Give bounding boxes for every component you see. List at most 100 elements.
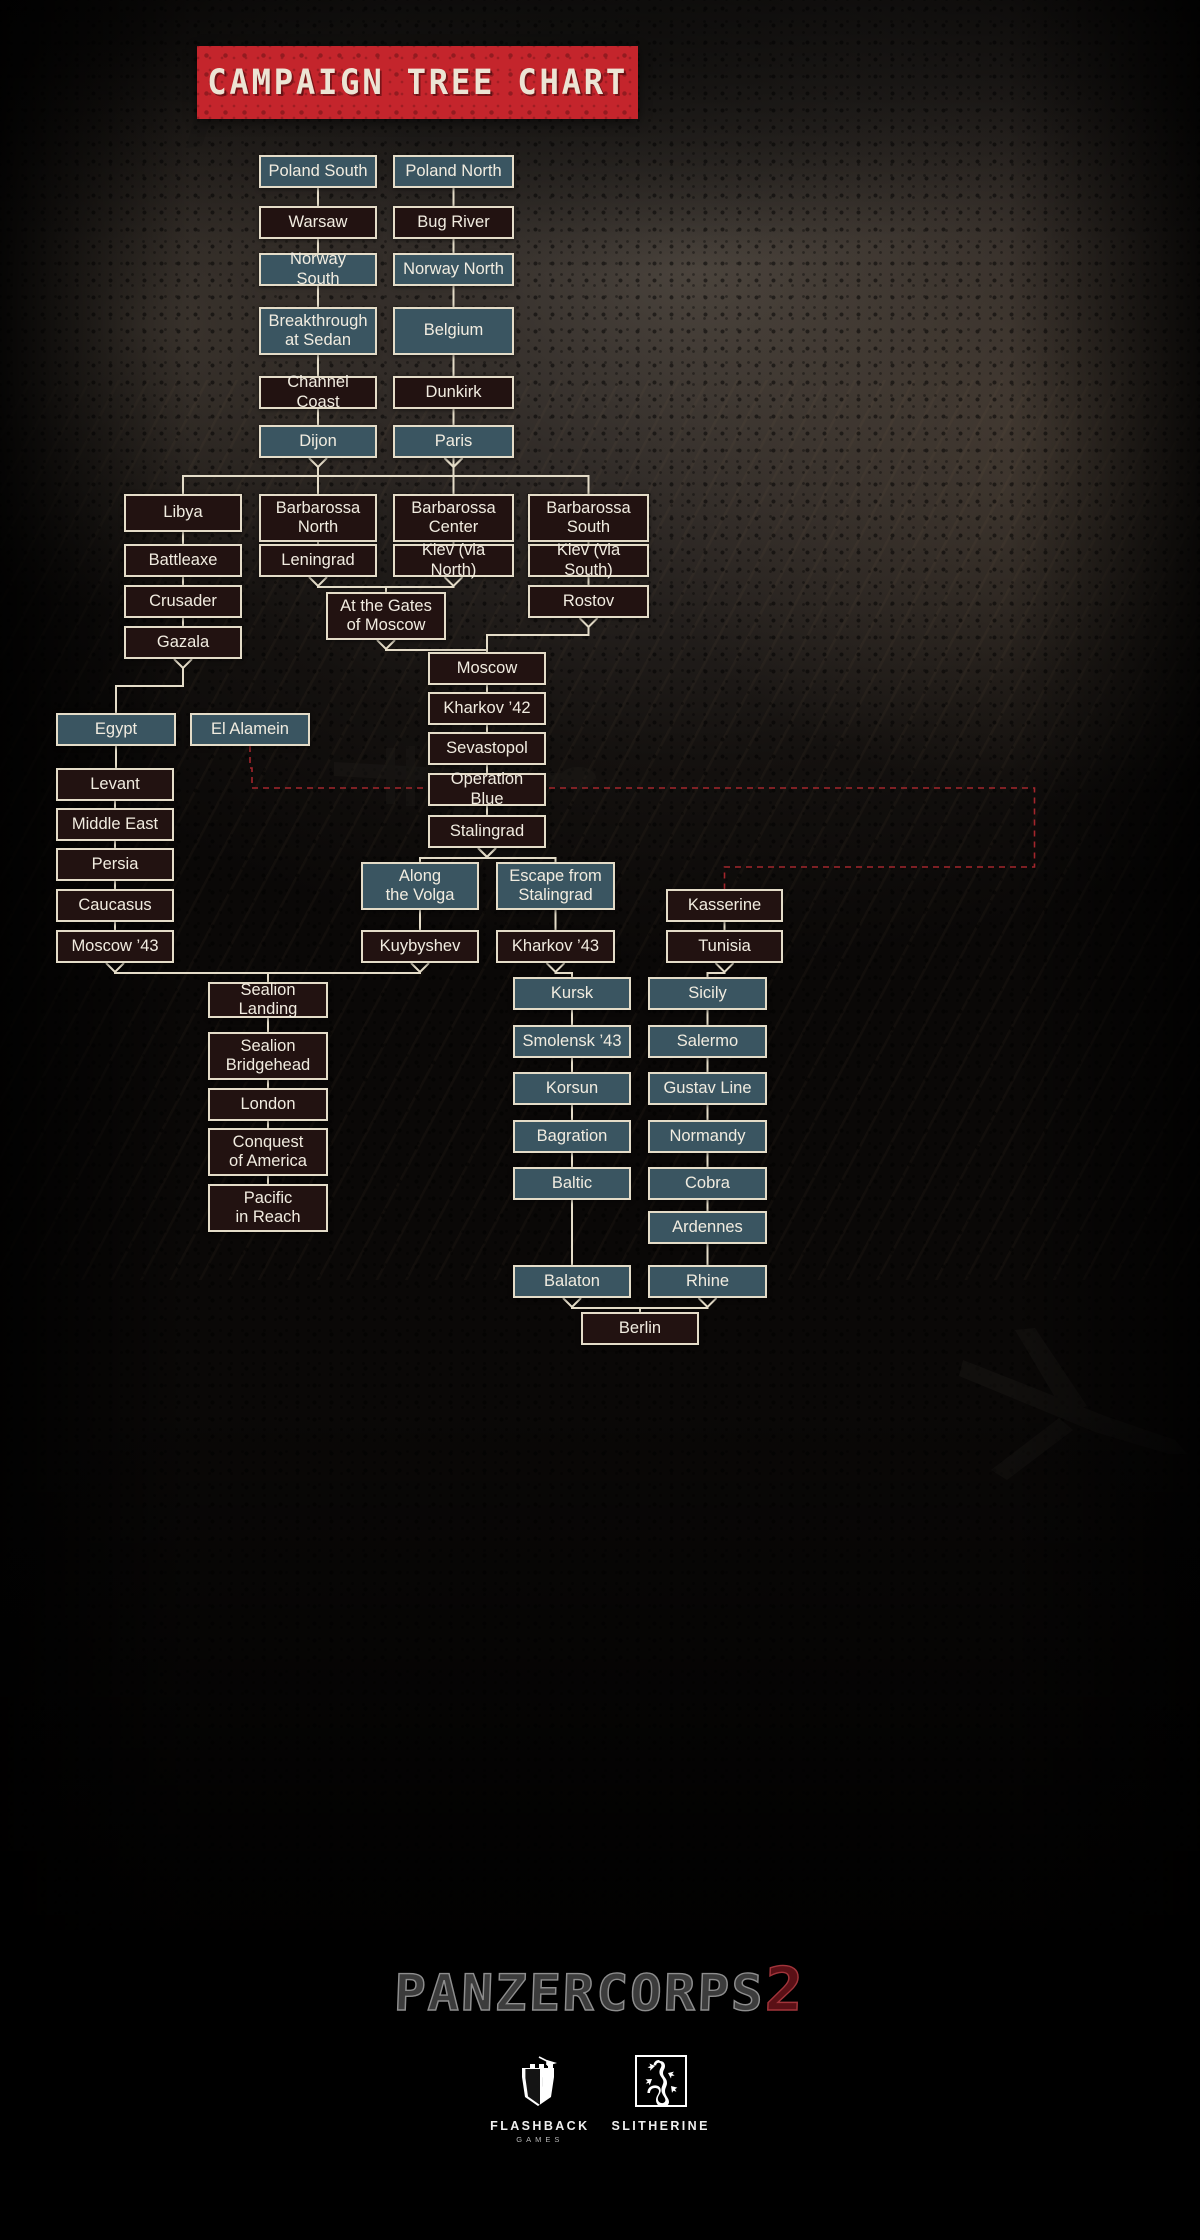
campaign-node-kuybyshev[interactable]: Kuybyshev <box>361 930 479 963</box>
campaign-node-belgium[interactable]: Belgium <box>393 307 514 355</box>
campaign-node-label: Cobra <box>685 1173 730 1192</box>
campaign-node-moscow[interactable]: Moscow <box>428 652 546 685</box>
banner-speckle-texture <box>197 46 638 119</box>
campaign-node-levant[interactable]: Levant <box>56 768 174 801</box>
campaign-node-rostov[interactable]: Rostov <box>528 585 649 618</box>
campaign-node-tunisia[interactable]: Tunisia <box>666 930 783 963</box>
campaign-node-caucasus[interactable]: Caucasus <box>56 889 174 922</box>
campaign-node-el-alamein[interactable]: El Alamein <box>190 713 310 746</box>
campaign-node-sealion-bridgehead[interactable]: Sealion Bridgehead <box>208 1032 328 1080</box>
campaign-node-persia[interactable]: Persia <box>56 848 174 881</box>
campaign-node-barbarossa-south[interactable]: Barbarossa South <box>528 494 649 542</box>
campaign-node-balaton[interactable]: Balaton <box>513 1265 631 1298</box>
campaign-node-conquest-america[interactable]: Conquest of America <box>208 1128 328 1176</box>
campaign-node-label: Kharkov ’43 <box>511 936 600 955</box>
campaign-node-label: Channel Coast <box>287 373 349 411</box>
campaign-node-libya[interactable]: Libya <box>124 494 242 532</box>
campaign-node-warsaw[interactable]: Warsaw <box>259 206 377 239</box>
campaign-node-smolensk-43[interactable]: Smolensk ’43 <box>513 1025 631 1058</box>
campaign-node-kiev-north[interactable]: Kiev (via North) <box>393 541 514 579</box>
campaign-node-sevastopol[interactable]: Sevastopol <box>428 732 546 765</box>
campaign-node-label: Along the Volga <box>385 866 455 904</box>
campaign-node-bug-river[interactable]: Bug River <box>393 206 514 239</box>
campaign-node-battleaxe[interactable]: Battleaxe <box>124 544 242 577</box>
campaign-node-label: London <box>240 1094 296 1113</box>
campaign-node-label: At the Gates of Moscow <box>340 596 432 634</box>
connector-gazala-to-egypt <box>115 658 193 713</box>
campaign-node-gazala[interactable]: Gazala <box>124 626 242 659</box>
campaign-node-label: Moscow <box>456 658 518 677</box>
campaign-node-baltic[interactable]: Baltic <box>513 1167 631 1200</box>
campaign-node-korsun[interactable]: Korsun <box>513 1072 631 1105</box>
campaign-node-kharkov-43[interactable]: Kharkov ’43 <box>496 930 615 963</box>
campaign-node-moscow-43[interactable]: Moscow ’43 <box>56 930 174 963</box>
campaign-node-stalingrad[interactable]: Stalingrad <box>428 815 546 848</box>
campaign-node-ardennes[interactable]: Ardennes <box>648 1211 767 1244</box>
campaign-node-sealion-landing[interactable]: Sealion Landing <box>208 981 328 1018</box>
campaign-node-poland-south[interactable]: Poland South <box>259 155 377 188</box>
campaign-node-salermo[interactable]: Salermo <box>648 1025 767 1058</box>
connector-moscow-43-to-sealion-landing <box>105 962 269 982</box>
campaign-node-breakthrough-sedan[interactable]: Breakthrough at Sedan <box>259 307 377 355</box>
campaign-node-label: Battleaxe <box>148 550 218 569</box>
game-logo-text: PANZERCORPS2 <box>393 1954 808 2025</box>
campaign-node-channel-coast[interactable]: Channel Coast <box>259 373 377 411</box>
campaign-node-label: Kuybyshev <box>379 936 461 955</box>
campaign-node-escape-stalingrad[interactable]: Escape from Stalingrad <box>496 862 615 910</box>
campaign-node-kiev-south[interactable]: Kiev (via South) <box>528 541 649 579</box>
campaign-node-kursk[interactable]: Kursk <box>513 977 631 1010</box>
connector-gates-of-moscow-to-moscow <box>376 639 488 652</box>
campaign-node-berlin[interactable]: Berlin <box>581 1312 699 1345</box>
campaign-node-barbarossa-center[interactable]: Barbarossa Center <box>393 494 514 542</box>
brand-name: SLITHERINE <box>611 2119 710 2133</box>
campaign-node-label: Sealion Bridgehead <box>225 1036 311 1074</box>
connector-dijon-to-libya <box>182 457 328 494</box>
campaign-node-label: Dunkirk <box>425 382 482 401</box>
connector-paris-to-barbarossa-south <box>443 457 590 494</box>
campaign-node-crusader[interactable]: Crusader <box>124 585 242 618</box>
campaign-node-norway-north[interactable]: Norway North <box>393 253 514 286</box>
campaign-node-kasserine[interactable]: Kasserine <box>666 889 783 922</box>
campaign-node-sicily[interactable]: Sicily <box>648 977 767 1010</box>
campaign-node-label: Poland South <box>268 161 368 180</box>
connector-el-alamein-to-kasserine <box>249 746 1036 889</box>
campaign-node-label: Smolensk ’43 <box>522 1031 622 1050</box>
campaign-node-gustav-line[interactable]: Gustav Line <box>648 1072 767 1105</box>
castle-rook-icon <box>517 2055 563 2112</box>
campaign-node-barbarossa-north[interactable]: Barbarossa North <box>259 494 377 542</box>
campaign-node-gates-of-moscow[interactable]: At the Gates of Moscow <box>326 592 446 640</box>
campaign-node-label: Paris <box>434 431 473 450</box>
campaign-node-label: Tunisia <box>698 936 751 955</box>
campaign-node-norway-south[interactable]: Norway South <box>259 250 377 288</box>
campaign-node-along-the-volga[interactable]: Along the Volga <box>361 862 479 910</box>
campaign-node-label: Normandy <box>669 1126 746 1145</box>
campaign-node-bagration[interactable]: Bagration <box>513 1120 631 1153</box>
campaign-node-pacific-in-reach[interactable]: Pacific in Reach <box>208 1184 328 1232</box>
campaign-node-label: Kursk <box>550 983 594 1002</box>
connector-balaton-to-berlin <box>562 1297 641 1312</box>
campaign-node-middle-east[interactable]: Middle East <box>56 808 174 841</box>
campaign-node-rhine[interactable]: Rhine <box>648 1265 767 1298</box>
campaign-node-label: Moscow ’43 <box>71 936 159 955</box>
connector-kiev-north-to-gates-of-moscow <box>385 576 464 592</box>
campaign-node-cobra[interactable]: Cobra <box>648 1167 767 1200</box>
footer: PANZERCORPS2 FLASHBACK GAMES <box>0 1930 1200 2240</box>
campaign-node-london[interactable]: London <box>208 1088 328 1121</box>
campaign-node-operation-blue[interactable]: Operation Blue <box>428 770 546 808</box>
campaign-node-dunkirk[interactable]: Dunkirk <box>393 376 514 409</box>
campaign-node-label: Berlin <box>618 1318 662 1337</box>
campaign-node-dijon[interactable]: Dijon <box>259 425 377 458</box>
campaign-node-label: Egypt <box>94 719 138 738</box>
campaign-node-poland-north[interactable]: Poland North <box>393 155 514 188</box>
campaign-node-egypt[interactable]: Egypt <box>56 713 176 746</box>
connector-rostov-to-moscow <box>486 617 599 652</box>
campaign-node-label: Caucasus <box>78 895 152 914</box>
connector-tunisia-to-sicily <box>706 962 735 977</box>
connector-stalingrad-to-escape-stalingrad <box>477 847 557 862</box>
campaign-node-kharkov-42[interactable]: Kharkov ’42 <box>428 692 546 725</box>
campaign-node-label: Sevastopol <box>446 738 528 757</box>
campaign-node-paris[interactable]: Paris <box>393 425 514 458</box>
campaign-node-leningrad[interactable]: Leningrad <box>259 544 377 577</box>
campaign-node-label: Kasserine <box>687 895 762 914</box>
campaign-node-normandy[interactable]: Normandy <box>648 1120 767 1153</box>
